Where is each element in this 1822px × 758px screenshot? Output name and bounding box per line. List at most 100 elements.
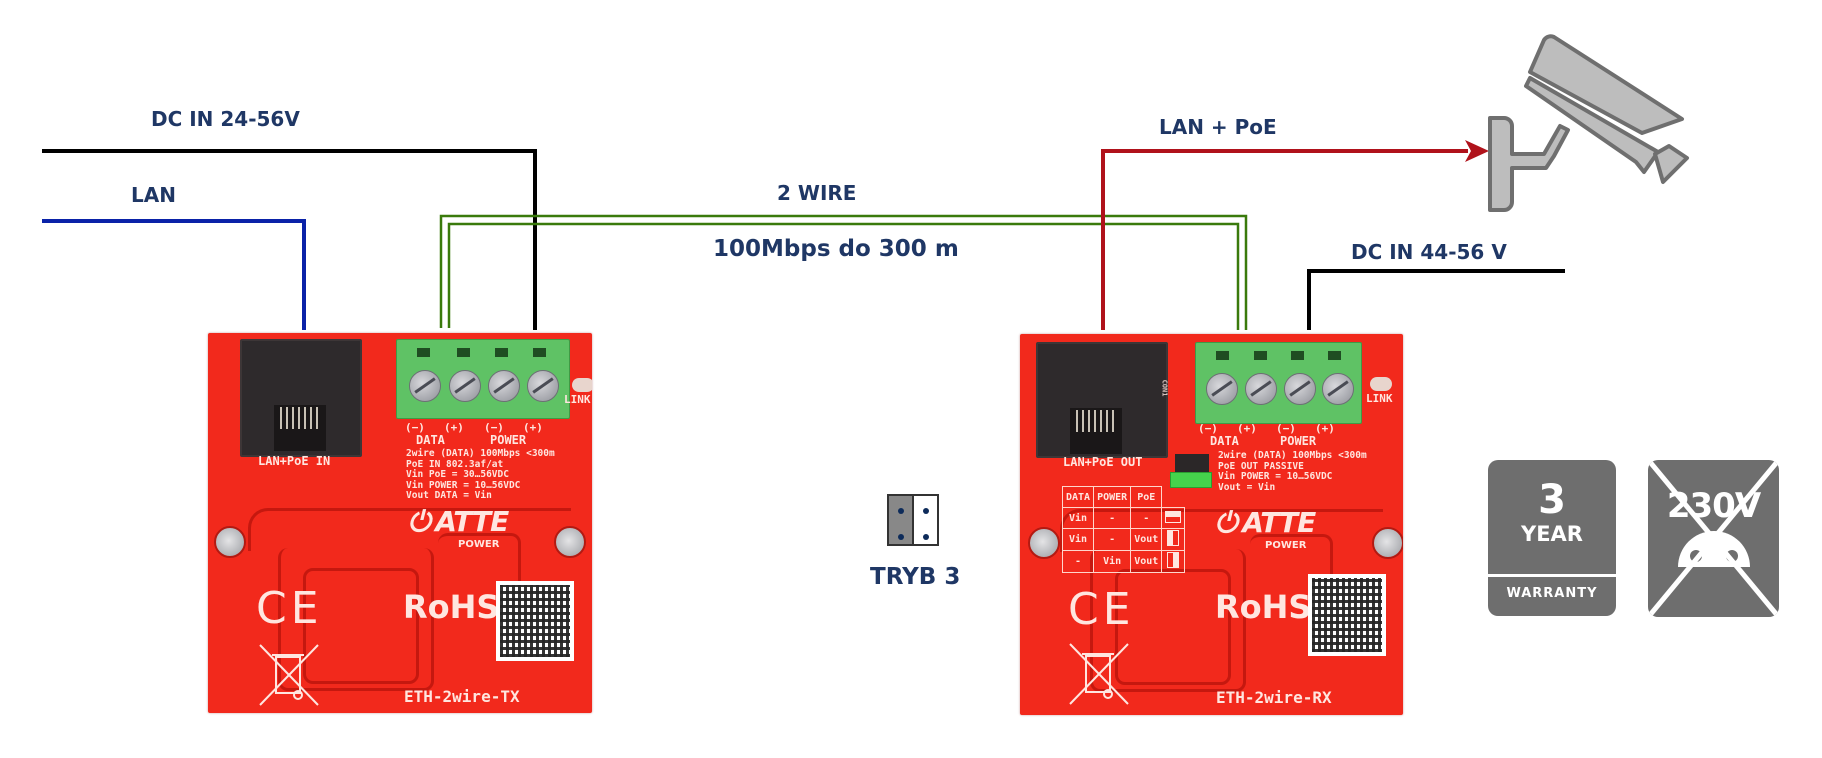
warranty-divider (1488, 574, 1616, 577)
tx-model-label: ETH-2wire-TX (404, 687, 520, 706)
brand-sub: POWER (1265, 540, 1307, 551)
jumper-open-half (914, 496, 937, 544)
mode-table-cell: Vin (1061, 528, 1095, 551)
mode-table-cell: Vout (1130, 528, 1163, 551)
mounting-screw (1372, 527, 1403, 559)
mounting-screw (214, 526, 246, 558)
mode-table-cell: - (1093, 507, 1132, 529)
terminal-slot (1254, 351, 1267, 360)
rx-specs: 2wire (DATA) 100Mbps <300m PoE OUT PASSI… (1218, 450, 1367, 493)
jumper-mode-3-icon (1161, 550, 1186, 573)
spec-line: Vout = Vin (1218, 481, 1276, 493)
mode-table: DATA POWER PoE Vin - - Vin - Vout - Vin … (1061, 486, 1186, 573)
lan-left-wire (42, 219, 306, 330)
terminal-polarity: (−) (405, 421, 425, 434)
brand-name: ATTE (435, 505, 509, 538)
power-symbol-icon: ⏻ (408, 505, 431, 538)
mode-3-jumper-icon (887, 494, 939, 546)
spec-line: 2wire (DATA) 100Mbps <300m (406, 448, 555, 459)
jumper-mode-2-icon (1161, 528, 1186, 551)
mode-table-header: DATA POWER PoE (1061, 486, 1185, 508)
no-230v-badge: 230V (1648, 460, 1779, 617)
terminal-slot (495, 348, 508, 357)
terminal-slot (457, 348, 470, 357)
mode-table-cell: Vin (1061, 507, 1095, 529)
mode-table-header-cell: PoE (1130, 486, 1163, 508)
arrow-head-icon (1465, 140, 1489, 162)
lan-left-label: LAN (131, 183, 176, 207)
terminal-screw (1245, 373, 1277, 405)
terminal-slot (1216, 351, 1229, 360)
mode-jumper-cap[interactable] (1170, 472, 1212, 488)
power-symbol-icon: ⏻ (1215, 506, 1238, 539)
link-led (1370, 377, 1392, 391)
jumper-shorted-half (889, 496, 914, 544)
spec-line: Vin POWER = 10…56VDC (1218, 471, 1333, 482)
lan-poe-wire (1101, 149, 1468, 330)
terminal-group-data: DATA (1210, 434, 1239, 448)
spec-line: Vout DATA = Vin (406, 490, 492, 501)
rx-board: CON1 LAN+PoE OUT LINK (−) (+) (−) (+) DA… (1020, 334, 1403, 715)
two-wire-pair-inner (447, 222, 1240, 330)
terminal-slot (1328, 351, 1341, 360)
tx-led-label: LINK (564, 393, 591, 406)
lan-poe-label: LAN + PoE (1159, 115, 1277, 139)
crossed-bin-icon (1069, 643, 1129, 705)
no-mains-plug-icon (1648, 460, 1779, 617)
mode-label: TRYB 3 (870, 564, 961, 590)
terminal-screw (1322, 373, 1354, 405)
terminal-block (396, 339, 570, 419)
terminal-screw (527, 370, 559, 402)
warranty-caption: WARRANTY (1506, 586, 1598, 601)
warranty-badge: 3 YEAR WARRANTY (1488, 460, 1616, 616)
terminal-polarity: (+) (1237, 422, 1257, 435)
qr-code (1308, 574, 1386, 656)
terminal-polarity: (−) (1198, 422, 1218, 435)
terminal-group-data: DATA (416, 433, 445, 447)
jumper-mode-1-icon (1161, 507, 1186, 529)
rx-port-label: LAN+PoE OUT (1063, 455, 1143, 469)
rx-led-label: LINK (1366, 392, 1393, 405)
spec-line: 2wire (DATA) 100Mbps <300m (1218, 450, 1367, 461)
rj45-port (240, 339, 362, 457)
voltage-text: 230V (1666, 486, 1761, 526)
tx-board: LAN+PoE IN LINK (−) (+) (−) (+) DATA POW… (208, 333, 592, 713)
terminal-screw (488, 370, 520, 402)
warranty-years: 3 (1538, 477, 1566, 523)
pin-dot (897, 508, 904, 514)
pcb-trace (248, 508, 571, 551)
atte-logo: ⏻ ATTE POWER (408, 505, 509, 550)
spec-line: Vin PoE = 30…56VDC (406, 469, 509, 480)
terminal-polarity: (+) (1315, 422, 1335, 435)
terminal-slot (417, 348, 430, 357)
dc-in-right-wire (1307, 269, 1565, 330)
terminal-slot (1291, 351, 1304, 360)
terminal-screw (449, 370, 481, 402)
mode-table-cell: Vin (1093, 550, 1132, 573)
pcb-trace (278, 548, 434, 691)
dc-in-left-wire (42, 149, 537, 330)
pcb-trace (1060, 509, 1383, 552)
rohs-mark: RoHS (1215, 588, 1312, 626)
mode-table-cell: - (1130, 507, 1163, 529)
pin-dot (922, 534, 929, 540)
rohs-mark: RoHS (403, 588, 500, 626)
terminal-polarity: (+) (444, 421, 464, 434)
mode-table-row: Vin - - (1061, 507, 1186, 529)
spec-line: PoE IN 802.3af/at (406, 458, 504, 470)
terminal-polarity: (+) (523, 421, 543, 434)
mode-table-header-cell: DATA (1061, 486, 1095, 508)
terminal-screw (409, 370, 441, 402)
ce-mark: CE (256, 583, 323, 634)
pcb-trace (303, 568, 419, 684)
pin-dot (897, 534, 904, 540)
ce-mark: CE (1068, 584, 1135, 635)
terminal-polarity: (−) (1276, 422, 1296, 435)
pcb-trace (438, 533, 521, 616)
terminal-group-power: POWER (1280, 434, 1317, 448)
brand-sub: POWER (458, 539, 500, 550)
terminal-slot (533, 348, 546, 357)
link-led (572, 378, 592, 392)
speed-range-label: 100Mbps do 300 m (713, 236, 959, 262)
